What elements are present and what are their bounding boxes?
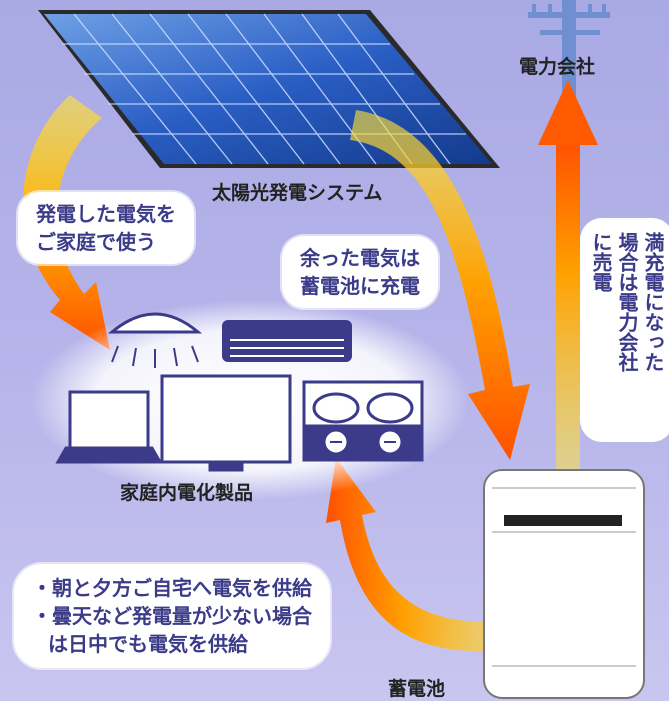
bubble-sell-when-full: 満充電になった 場合は電力会社 に売電 [580, 218, 669, 442]
arrow-solar-to-battery [350, 110, 530, 460]
arrow-battery-to-utility [538, 80, 598, 470]
laptop-icon [55, 390, 163, 464]
arrow-battery-to-home [326, 458, 520, 652]
utility-company-label: 電力会社 [519, 56, 596, 78]
bubble-line: 蓄電池に充電 [300, 274, 420, 298]
cooktop-icon [302, 380, 424, 462]
battery-unit-icon [483, 469, 645, 699]
bubble-line: 満充電になった [641, 232, 665, 372]
bubble-line: ・朝と夕方ご自宅へ電気を供給 [32, 576, 312, 600]
bubble-line: は日中でも電気を供給 [48, 632, 248, 656]
bubble-line: 発電した電気を [36, 202, 176, 226]
air-conditioner-icon [222, 320, 352, 362]
utility-pole-icon [528, 0, 610, 110]
bubble-line: に売電 [589, 232, 613, 292]
bubble-supply: ・朝と夕方ご自宅へ電気を供給 ・曇天など発電量が少ない場合 は日中でも電気を供給 [14, 564, 330, 668]
bubble-line: ご家庭で使う [36, 230, 156, 254]
arrow-solar-to-home [22, 95, 110, 350]
battery-label: 蓄電池 [388, 678, 446, 700]
bubble-line: 場合は電力会社 [615, 232, 639, 372]
bubble-line: ・曇天など発電量が少ない場合 [32, 604, 312, 628]
bubble-charge-surplus: 余った電気は 蓄電池に充電 [282, 236, 438, 308]
bubble-use-at-home: 発電した電気を ご家庭で使う [18, 192, 194, 264]
home-appliances-label: 家庭内電化製品 [120, 482, 254, 504]
solar-panel-icon [38, 10, 500, 168]
bubble-line: 余った電気は [300, 246, 420, 270]
monitor-icon [160, 374, 292, 472]
solar-system-label: 太陽光発電システム [212, 182, 383, 204]
ceiling-light-icon [107, 312, 203, 368]
